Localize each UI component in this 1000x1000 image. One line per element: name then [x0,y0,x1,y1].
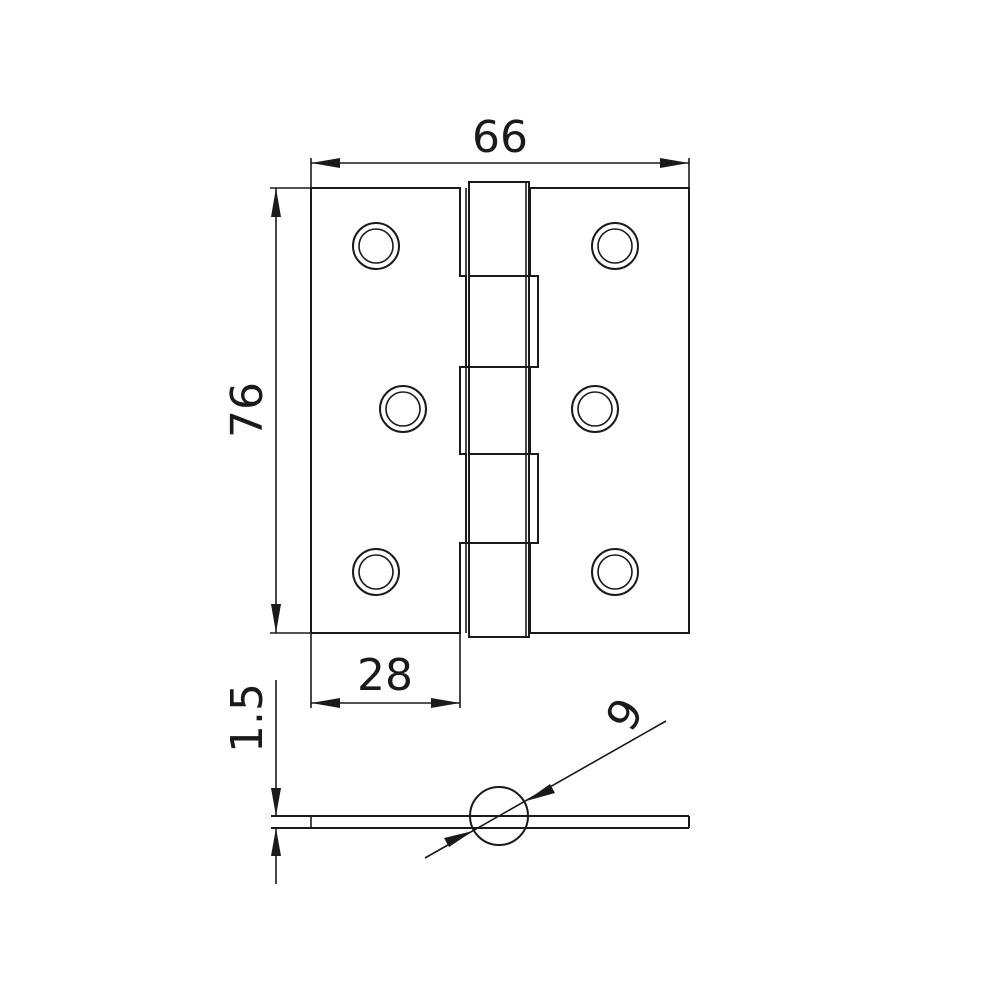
knuckle-barrel [468,181,530,638]
arrow-head [271,788,281,816]
hinge-front-view [310,181,690,638]
arrow-head [431,698,460,708]
dimension-label-66: 66 [472,112,528,163]
arrow-head [311,698,340,708]
dimension-label-76: 76 [222,382,273,438]
screw-hole [352,548,400,596]
knuckle-section [469,786,529,846]
screw-hole [352,222,400,270]
dimension-label-28: 28 [357,650,413,701]
left-leaf [310,187,467,634]
screw-hole [379,385,427,433]
dimension-height: 76 [222,187,311,634]
screw-hole [591,222,639,270]
right-leaf [529,187,690,634]
arrow-head [311,158,340,168]
screw-hole [571,385,619,433]
dimension-total-width: 66 [310,112,690,188]
arrow-head [444,831,473,847]
dimension-leaf-width: 28 [310,633,461,708]
arrow-head [271,188,281,217]
dimension-thickness: 1.5 [222,680,281,884]
arrow-head [271,828,281,856]
screw-hole [591,548,639,596]
dimension-knuckle-diameter: 9 [424,690,667,859]
arrow-head [660,158,689,168]
arrow-head [526,784,555,801]
arrow-head [271,604,281,633]
hinge-side-view [271,786,690,846]
dimension-label-1-5: 1.5 [222,683,273,753]
